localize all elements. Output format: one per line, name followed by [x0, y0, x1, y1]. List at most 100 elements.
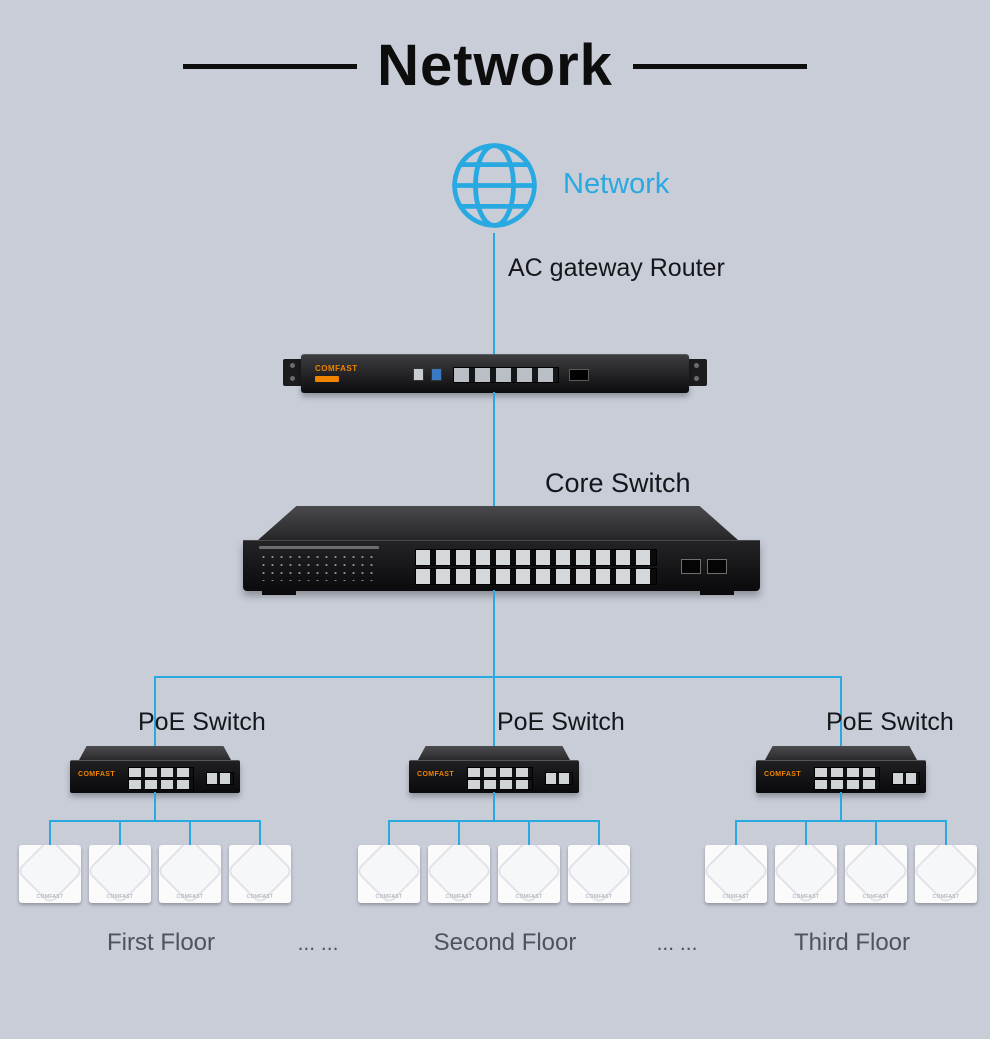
access-point: COMFAST: [159, 845, 221, 903]
access-point: COMFAST: [229, 845, 291, 903]
globe-icon: [447, 138, 542, 233]
poe-switch-device-3: COMFAST: [756, 746, 926, 796]
poe-switch-device-1: COMFAST: [70, 746, 240, 796]
poe-switch-label-2: PoE Switch: [497, 708, 625, 736]
connector-poe2-apbus: [493, 792, 495, 822]
ellipsis-label: ... ...: [656, 932, 698, 955]
ap-brand-logo: COMFAST: [445, 894, 473, 900]
access-point: COMFAST: [89, 845, 151, 903]
core-switch-top-face: [258, 506, 738, 540]
connector-poe1-apbus: [154, 792, 156, 822]
connector-router-coreswitch: [493, 392, 495, 506]
connector-globe-router: [493, 233, 495, 354]
core-switch-ports-row-bottom: [415, 568, 657, 585]
poe-ports-row-top: [128, 767, 194, 778]
poe-switch-front: COMFAST: [409, 760, 579, 793]
screw-icon: [290, 363, 295, 368]
connector-ap-drop: [189, 820, 191, 845]
poe-ports-row-bottom: [814, 779, 880, 790]
ap-brand-logo: COMFAST: [106, 894, 134, 900]
floor-label-first: First Floor: [107, 929, 215, 956]
connector-coreswitch-bus: [493, 590, 495, 746]
access-point: COMFAST: [19, 845, 81, 903]
poe-ports-row-top: [467, 767, 533, 778]
access-point: COMFAST: [358, 845, 420, 903]
connector-ap-drop: [49, 820, 51, 845]
screw-icon: [694, 363, 699, 368]
poe-uplink-ports: [545, 772, 573, 785]
connector-ap-drop: [598, 820, 600, 845]
internet-label: Network: [563, 168, 670, 200]
router-label: AC gateway Router: [508, 254, 725, 282]
router-model-badge: [315, 376, 339, 382]
usb-port-icon: [413, 368, 424, 381]
poe-brand-logo: COMFAST: [764, 771, 802, 778]
connector-ap-drop: [388, 820, 390, 845]
access-point: COMFAST: [568, 845, 630, 903]
screw-icon: [694, 376, 699, 381]
access-point: COMFAST: [845, 845, 907, 903]
poe-switch-label-3: PoE Switch: [826, 708, 954, 736]
router-ethernet-ports: [453, 367, 559, 383]
ap-brand-logo: COMFAST: [722, 894, 750, 900]
poe-switch-top-face: [765, 746, 917, 760]
ap-brand-logo: COMFAST: [36, 894, 64, 900]
ap-brand-logo: COMFAST: [585, 894, 613, 900]
core-switch-foot: [262, 589, 296, 595]
ap-brand-logo: COMFAST: [932, 894, 960, 900]
floor-label-third: Third Floor: [793, 929, 911, 956]
access-point: COMFAST: [775, 845, 837, 903]
ap-brand-logo: COMFAST: [792, 894, 820, 900]
poe-switch-top-face: [79, 746, 231, 760]
core-switch-print: [259, 546, 379, 549]
router-sfp-port: [569, 369, 589, 381]
ap-brand-logo: COMFAST: [862, 894, 890, 900]
ap-brand-logo: COMFAST: [176, 894, 204, 900]
core-switch-foot: [700, 589, 734, 595]
core-switch-sfp-port: [681, 559, 701, 574]
usb-port-icon: [431, 368, 442, 381]
access-point: COMFAST: [915, 845, 977, 903]
ap-brand-logo: COMFAST: [375, 894, 403, 900]
core-switch-sfp-port: [707, 559, 727, 574]
access-point: COMFAST: [498, 845, 560, 903]
access-point: COMFAST: [428, 845, 490, 903]
connector-ap-drop: [945, 820, 947, 845]
connector-distribution-bus: [154, 676, 842, 678]
connector-ap-drop: [735, 820, 737, 845]
core-switch-device: [243, 540, 760, 591]
connector-ap-drop: [259, 820, 261, 845]
poe-uplink-ports: [206, 772, 234, 785]
connector-bus-poe1: [154, 676, 156, 746]
connector-ap-drop: [805, 820, 807, 845]
router-mount-ear-right: [687, 359, 707, 386]
connector-bus-poe3: [840, 676, 842, 746]
poe-switch-label-1: PoE Switch: [138, 708, 266, 736]
poe-switch-front: COMFAST: [756, 760, 926, 793]
poe-brand-logo: COMFAST: [417, 771, 455, 778]
diagram-title: Network: [377, 33, 613, 98]
connector-ap-drop: [875, 820, 877, 845]
poe-ports-row-bottom: [467, 779, 533, 790]
ap-brand-logo: COMFAST: [515, 894, 543, 900]
connector-ap-drop: [528, 820, 530, 845]
core-switch-label: Core Switch: [545, 468, 691, 498]
poe-ports-row-top: [814, 767, 880, 778]
core-switch-ports-row-top: [415, 549, 657, 566]
poe-uplink-ports: [892, 772, 920, 785]
access-point: COMFAST: [705, 845, 767, 903]
poe-ports-row-bottom: [128, 779, 194, 790]
connector-poe3-apbus: [840, 792, 842, 822]
router-brand-logo: COMFAST: [315, 364, 358, 373]
ap-brand-logo: COMFAST: [246, 894, 274, 900]
poe-switch-device-2: COMFAST: [409, 746, 579, 796]
poe-switch-front: COMFAST: [70, 760, 240, 793]
screw-icon: [290, 376, 295, 381]
connector-apbus-3: [735, 820, 947, 822]
ac-gateway-router-device: COMFAST: [301, 354, 689, 393]
floor-label-second: Second Floor: [433, 929, 577, 956]
connector-ap-drop: [458, 820, 460, 845]
diagram-title-row: Network: [0, 30, 990, 102]
poe-switch-top-face: [418, 746, 570, 760]
